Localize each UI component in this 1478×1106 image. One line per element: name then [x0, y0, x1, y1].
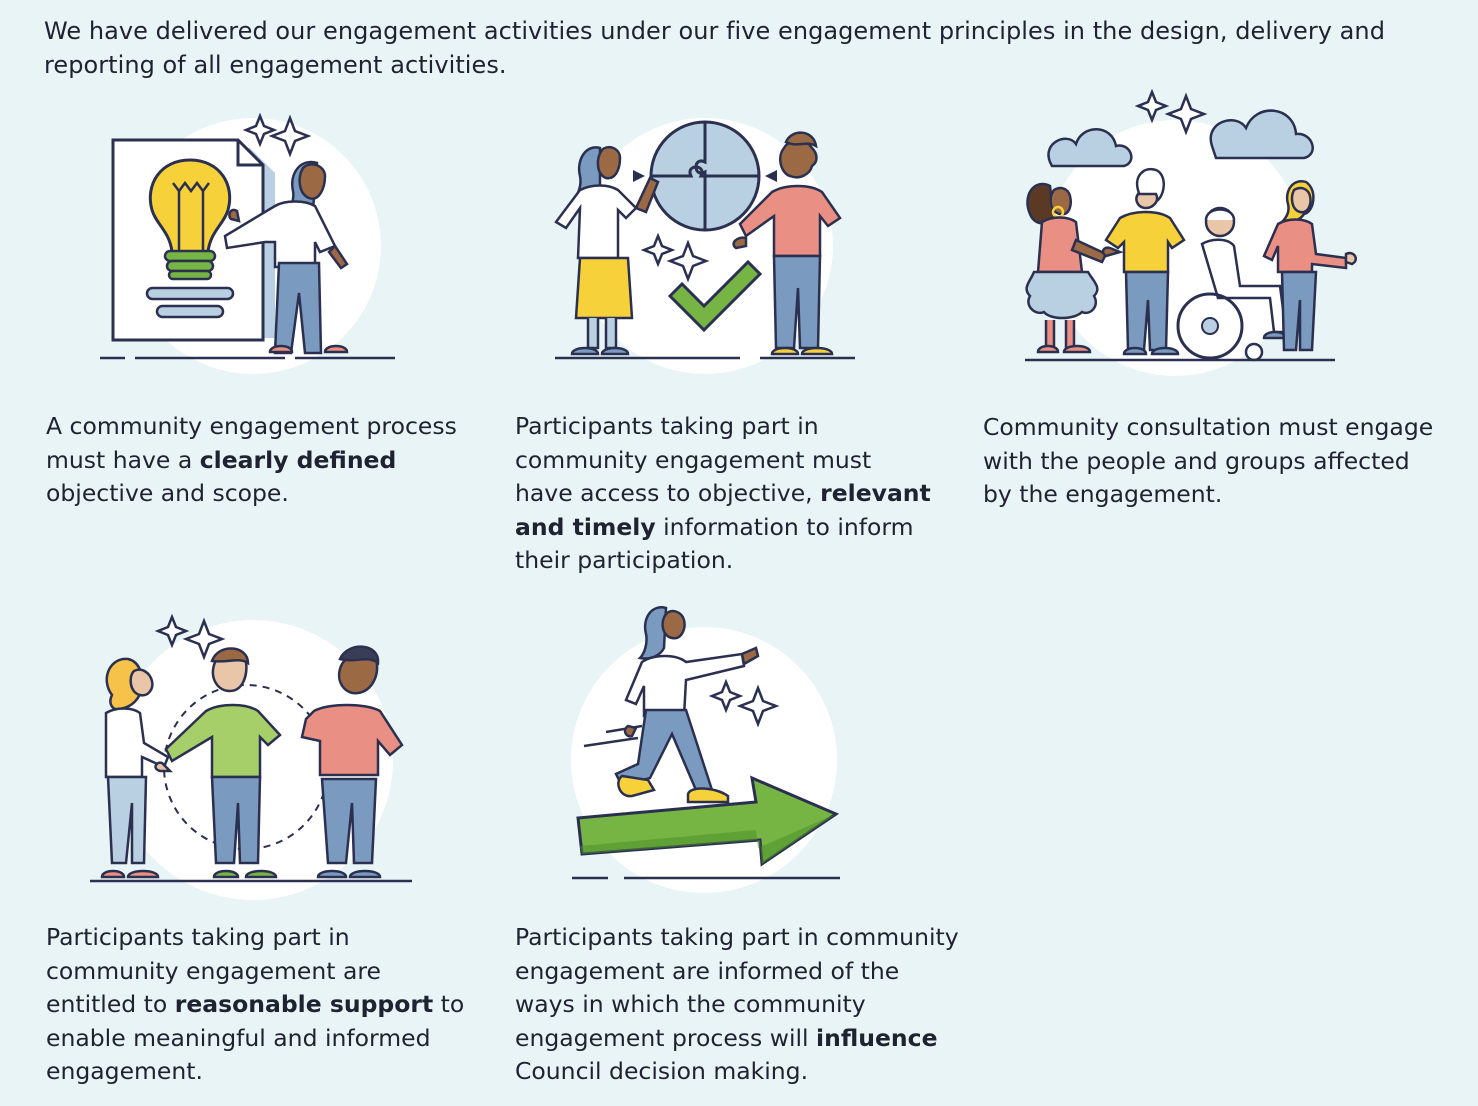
caption-emphasis: clearly defined	[199, 445, 397, 474]
caption-emphasis: reasonable support	[174, 990, 434, 1018]
caption-text: to	[433, 990, 465, 1018]
caption-line: their participation.	[515, 546, 734, 574]
cloud-icon	[1047, 128, 1133, 168]
sparkle-icon	[154, 613, 190, 649]
walking-arrow-illustration	[566, 600, 856, 893]
handshake-circle-illustration	[88, 613, 418, 905]
puzzle-checkmark-illustration	[550, 108, 860, 378]
caption-line: with the people and groups affected	[983, 446, 1410, 475]
caption-line: Participants taking part in	[46, 923, 350, 951]
sparkle-icon	[640, 232, 676, 268]
caption-text: information to inform	[655, 512, 914, 541]
sparkle-icon	[736, 684, 780, 728]
sparkle-icon	[182, 617, 226, 661]
caption-line: entitled to reasonable support to	[46, 988, 464, 1022]
intro-paragraph: We have delivered our engagement activit…	[44, 17, 1385, 79]
diverse-group-illustration	[1020, 88, 1365, 380]
caption-line: engagement process will influence	[515, 1022, 959, 1056]
cloud-icon	[1209, 109, 1314, 160]
principle-caption-3: Community consultation must engage with …	[983, 411, 1433, 512]
caption-text: engagement process will	[515, 1023, 817, 1052]
caption-line: Participants taking part in	[515, 412, 819, 440]
checkmark-icon	[667, 259, 763, 333]
caption-text: must have a	[46, 445, 200, 474]
caption-line: engagement are informed of the	[515, 956, 900, 985]
caption-line: enable meaningful and informed	[46, 1023, 431, 1052]
caption-text: entitled to	[46, 990, 175, 1018]
sparkle-icon	[242, 112, 278, 148]
caption-emphasis: relevant	[820, 479, 931, 507]
caption-line: objective and scope.	[46, 479, 289, 507]
principle-caption-4: Participants taking part in community en…	[46, 921, 464, 1089]
caption-emphasis: and timely	[515, 512, 656, 541]
caption-emphasis: influence	[816, 1023, 938, 1052]
sparkle-icon	[1164, 92, 1208, 136]
caption-line: have access to objective, relevant	[515, 477, 931, 511]
sparkle-icon	[1134, 88, 1170, 124]
presenter-lightbulb-illustration	[95, 108, 405, 378]
caption-line: Council decision making.	[515, 1057, 809, 1085]
sparkle-icon	[708, 678, 744, 714]
caption-line: community engagement are	[46, 956, 381, 985]
principle-caption-1: A community engagement process must have…	[46, 410, 457, 511]
sparkle-icon	[268, 114, 312, 158]
caption-line: Community consultation must engage	[983, 413, 1434, 441]
principle-caption-5: Participants taking part in community en…	[515, 921, 959, 1089]
caption-line: and timely information to inform	[515, 511, 931, 545]
caption-line: ways in which the community	[515, 990, 866, 1018]
caption-line: community engagement must	[515, 445, 872, 474]
caption-text: have access to objective,	[515, 479, 821, 507]
caption-line: A community engagement process	[46, 412, 457, 440]
principle-caption-2: Participants taking part in community en…	[515, 410, 931, 578]
caption-line: engagement.	[46, 1057, 203, 1085]
caption-line: must have a clearly defined	[46, 444, 457, 478]
sparkle-icon	[666, 239, 710, 283]
caption-line: Participants taking part in community	[515, 923, 959, 951]
caption-line: by the engagement.	[983, 480, 1223, 508]
